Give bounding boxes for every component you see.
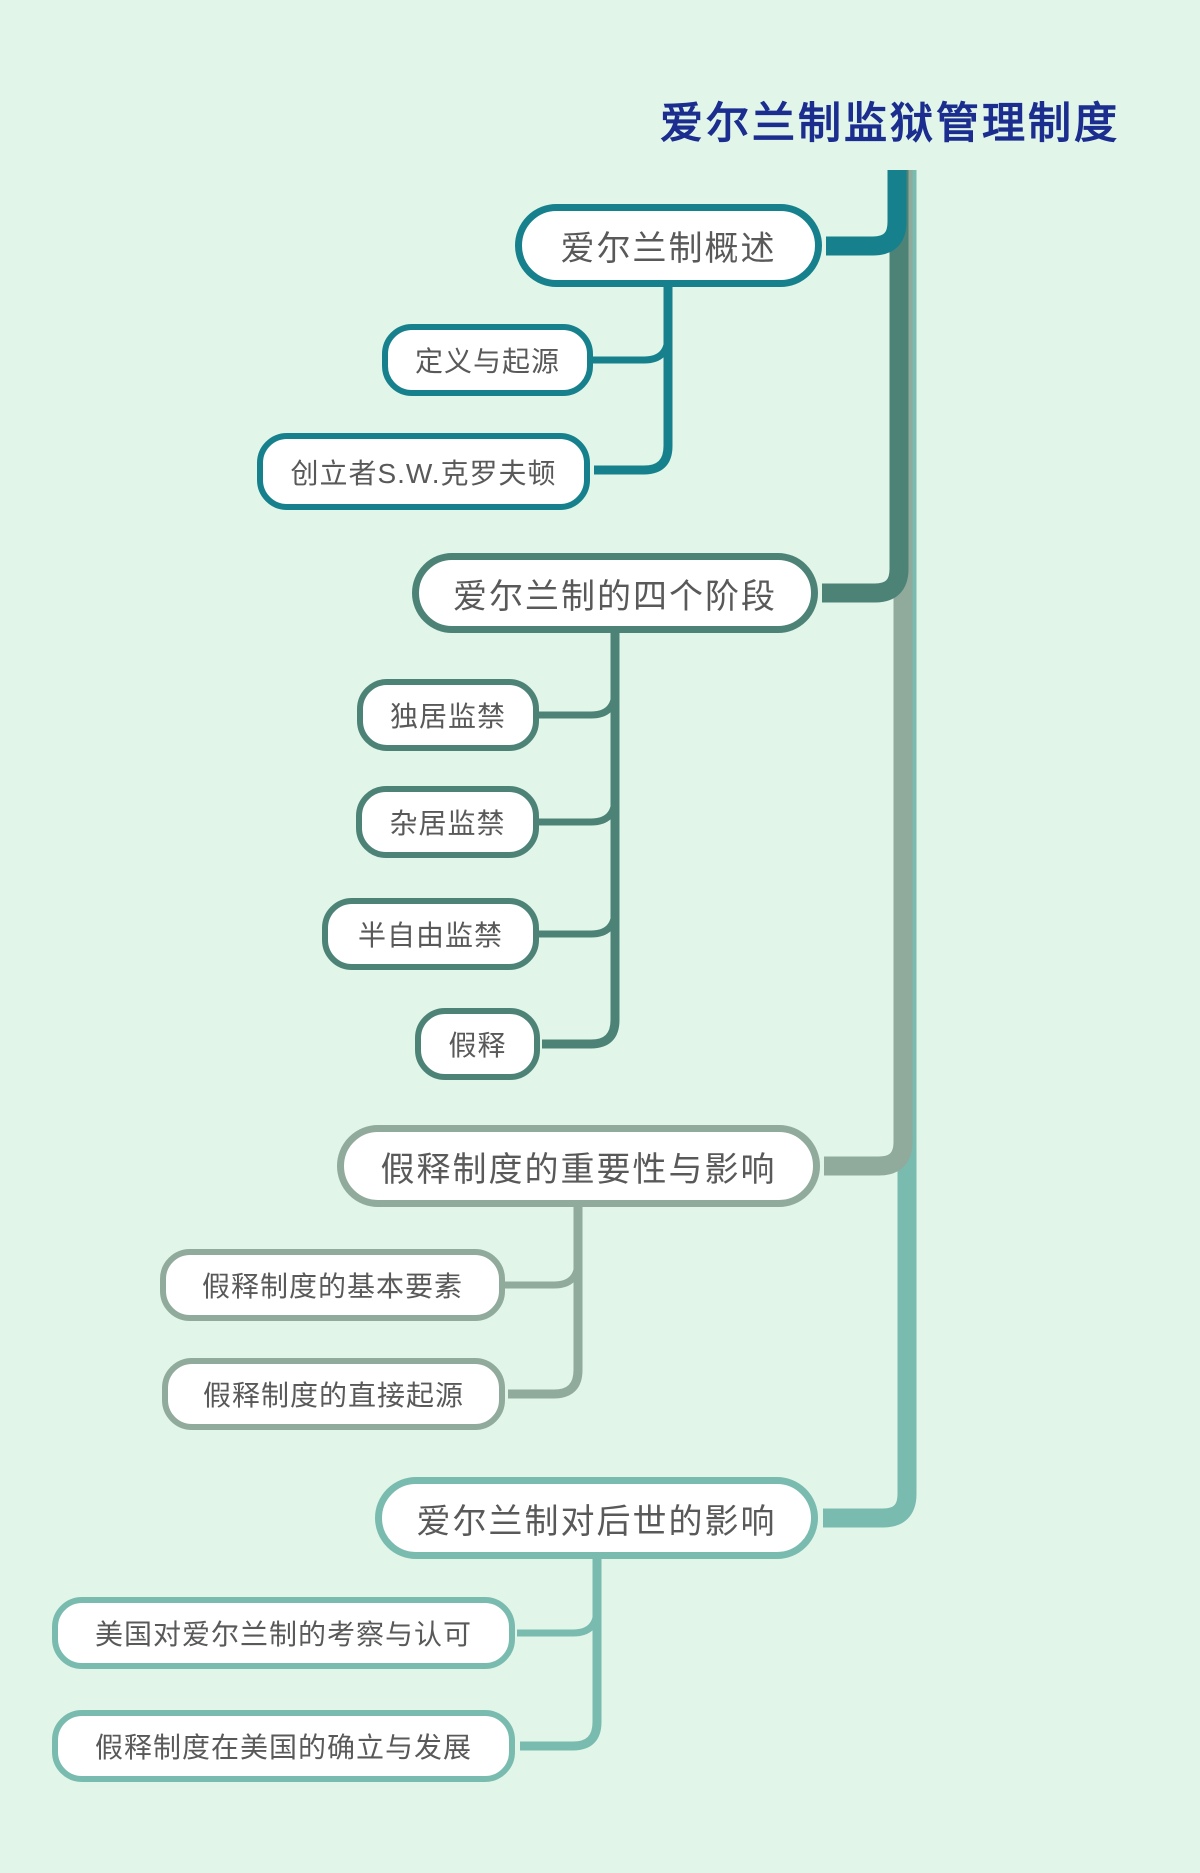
node-branch2-child2-label: 杂居监禁 [389, 808, 506, 839]
node-branch2-child3[interactable]: 半自由监禁 [322, 898, 539, 970]
node-branch3-child2-label: 假释制度的直接起源 [202, 1380, 464, 1411]
connector-branch1-children [594, 286, 673, 475]
node-branch4-child1-label: 美国对爱尔兰制的考察与认可 [94, 1619, 472, 1650]
node-branch4-child2-label: 假释制度在美国的确立与发展 [94, 1732, 472, 1763]
node-branch2-child3-label: 半自由监禁 [357, 920, 503, 951]
node-branch4-child1[interactable]: 美国对爱尔兰制的考察与认可 [52, 1597, 515, 1669]
connector-trunk-branch1 [826, 170, 907, 256]
node-branch1-child1[interactable]: 定义与起源 [382, 324, 593, 396]
connector-branch4-child1 [517, 1608, 601, 1637]
connector-trunk-branch2 [822, 170, 909, 603]
connector-branch2-children [542, 632, 620, 1049]
map-root-title[interactable]: 爱尔兰制监狱管理制度 [660, 100, 1120, 148]
connector-branch2-child1 [539, 690, 619, 719]
node-branch2-label: 爱尔兰制的四个阶段 [453, 577, 777, 616]
node-branch3-label: 假释制度的重要性与影响 [380, 1150, 777, 1189]
connector-branch1-child1 [592, 335, 672, 364]
node-branch3-child2[interactable]: 假释制度的直接起源 [162, 1358, 505, 1430]
node-branch1-child2[interactable]: 创立者S.W.克罗夫顿 [257, 433, 590, 510]
node-branch2-child4-label: 假释 [448, 1030, 507, 1061]
node-branch1[interactable]: 爱尔兰制概述 [515, 204, 822, 287]
node-branch3[interactable]: 假释制度的重要性与影响 [337, 1125, 820, 1207]
connector-branch4-children [520, 1558, 602, 1751]
connector-trunk-branch4 [823, 170, 917, 1528]
node-branch3-child1[interactable]: 假释制度的基本要素 [160, 1249, 505, 1321]
node-branch2[interactable]: 爱尔兰制的四个阶段 [412, 553, 818, 633]
connector-branch3-children [508, 1206, 583, 1399]
node-branch4-child2[interactable]: 假释制度在美国的确立与发展 [52, 1710, 515, 1782]
connector-trunk-branch3 [824, 170, 913, 1176]
connector-branch2-child2 [539, 797, 619, 826]
node-branch2-child1-label: 独居监禁 [389, 701, 506, 732]
node-branch1-child2-label: 创立者S.W.克罗夫顿 [290, 457, 557, 489]
node-branch4[interactable]: 爱尔兰制对后世的影响 [375, 1477, 818, 1559]
node-branch4-label: 爱尔兰制对后世的影响 [416, 1502, 777, 1541]
node-branch1-label: 爱尔兰制概述 [560, 230, 777, 268]
node-branch2-child2[interactable]: 杂居监禁 [356, 786, 539, 858]
node-branch2-child1[interactable]: 独居监禁 [357, 679, 539, 751]
connector-branch2-child3 [539, 909, 619, 938]
node-branch1-child1-label: 定义与起源 [414, 346, 560, 377]
node-branch3-child1-label: 假释制度的基本要素 [201, 1271, 463, 1302]
connector-branch3-child1 [505, 1260, 582, 1289]
node-branch2-child4[interactable]: 假释 [415, 1008, 540, 1080]
